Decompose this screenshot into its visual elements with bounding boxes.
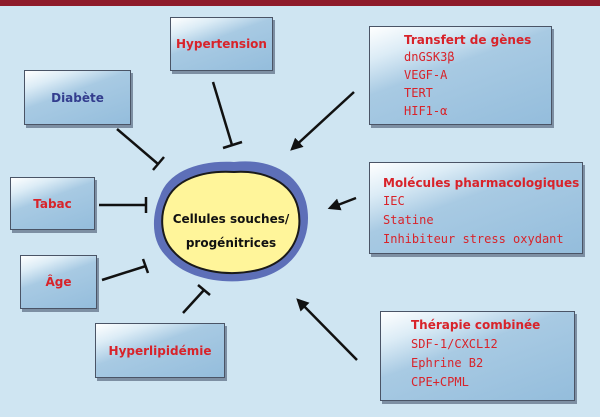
- age-label: Âge: [45, 275, 72, 289]
- genes-item: VEGF-A: [404, 68, 448, 82]
- combined-title: Thérapie combinée: [411, 318, 541, 332]
- pharma-item: Inhibiteur stress oxydant: [383, 232, 564, 246]
- inhibitor-hyperlipidemie: [182, 284, 211, 314]
- stem-cell-label: Cellules souches/ progénitrices: [156, 207, 306, 255]
- pharma-item: IEC: [383, 194, 405, 208]
- hyperlipidemie-label: Hyperlipidémie: [108, 343, 212, 358]
- pharma-title: Molécules pharmacologiques: [383, 176, 580, 190]
- age-box: Âge: [20, 255, 97, 309]
- pharma-box: Molécules pharmacologiques IEC Statine I…: [369, 162, 583, 254]
- tabac-label: Tabac: [33, 196, 72, 211]
- arrow-combined: [296, 298, 358, 361]
- stem-cell-line2: progénitrices: [185, 236, 277, 250]
- diabete-box: Diabète: [24, 70, 131, 125]
- genes-item: HIF1-α: [404, 104, 448, 118]
- arrow-genes: [290, 91, 355, 151]
- combined-item: Ephrine B2: [411, 356, 484, 370]
- genes-item: dnGSK3β: [404, 50, 455, 64]
- inhibitor-tabac: [99, 197, 148, 213]
- combined-item: CPE+CPML: [411, 375, 469, 389]
- stem-cell-shape: [153, 161, 309, 282]
- pharma-item: Statine: [383, 213, 434, 227]
- diabete-label: Diabète: [51, 90, 104, 105]
- genes-box: Transfert de gènes dnGSK3β VEGF-A TERT H…: [369, 26, 552, 125]
- inhibitor-age: [101, 258, 150, 282]
- inhibitor-hypertension: [211, 81, 243, 150]
- inhibitor-diabete: [116, 128, 165, 171]
- top-bar: [0, 0, 600, 6]
- tabac-box: Tabac: [10, 177, 95, 230]
- genes-title: Transfert de gènes: [404, 33, 532, 47]
- combined-item: SDF-1/CXCL12: [411, 337, 498, 351]
- arrow-pharma: [327, 196, 357, 211]
- combined-box: Thérapie combinée SDF-1/CXCL12 Ephrine B…: [380, 311, 575, 401]
- hypertension-label: Hypertension: [176, 37, 267, 51]
- hyperlipidemie-box: Hyperlipidémie: [95, 323, 225, 378]
- hypertension-box: Hypertension: [170, 17, 273, 71]
- genes-item: TERT: [404, 86, 433, 100]
- stem-cell-line1: Cellules souches/: [172, 212, 290, 226]
